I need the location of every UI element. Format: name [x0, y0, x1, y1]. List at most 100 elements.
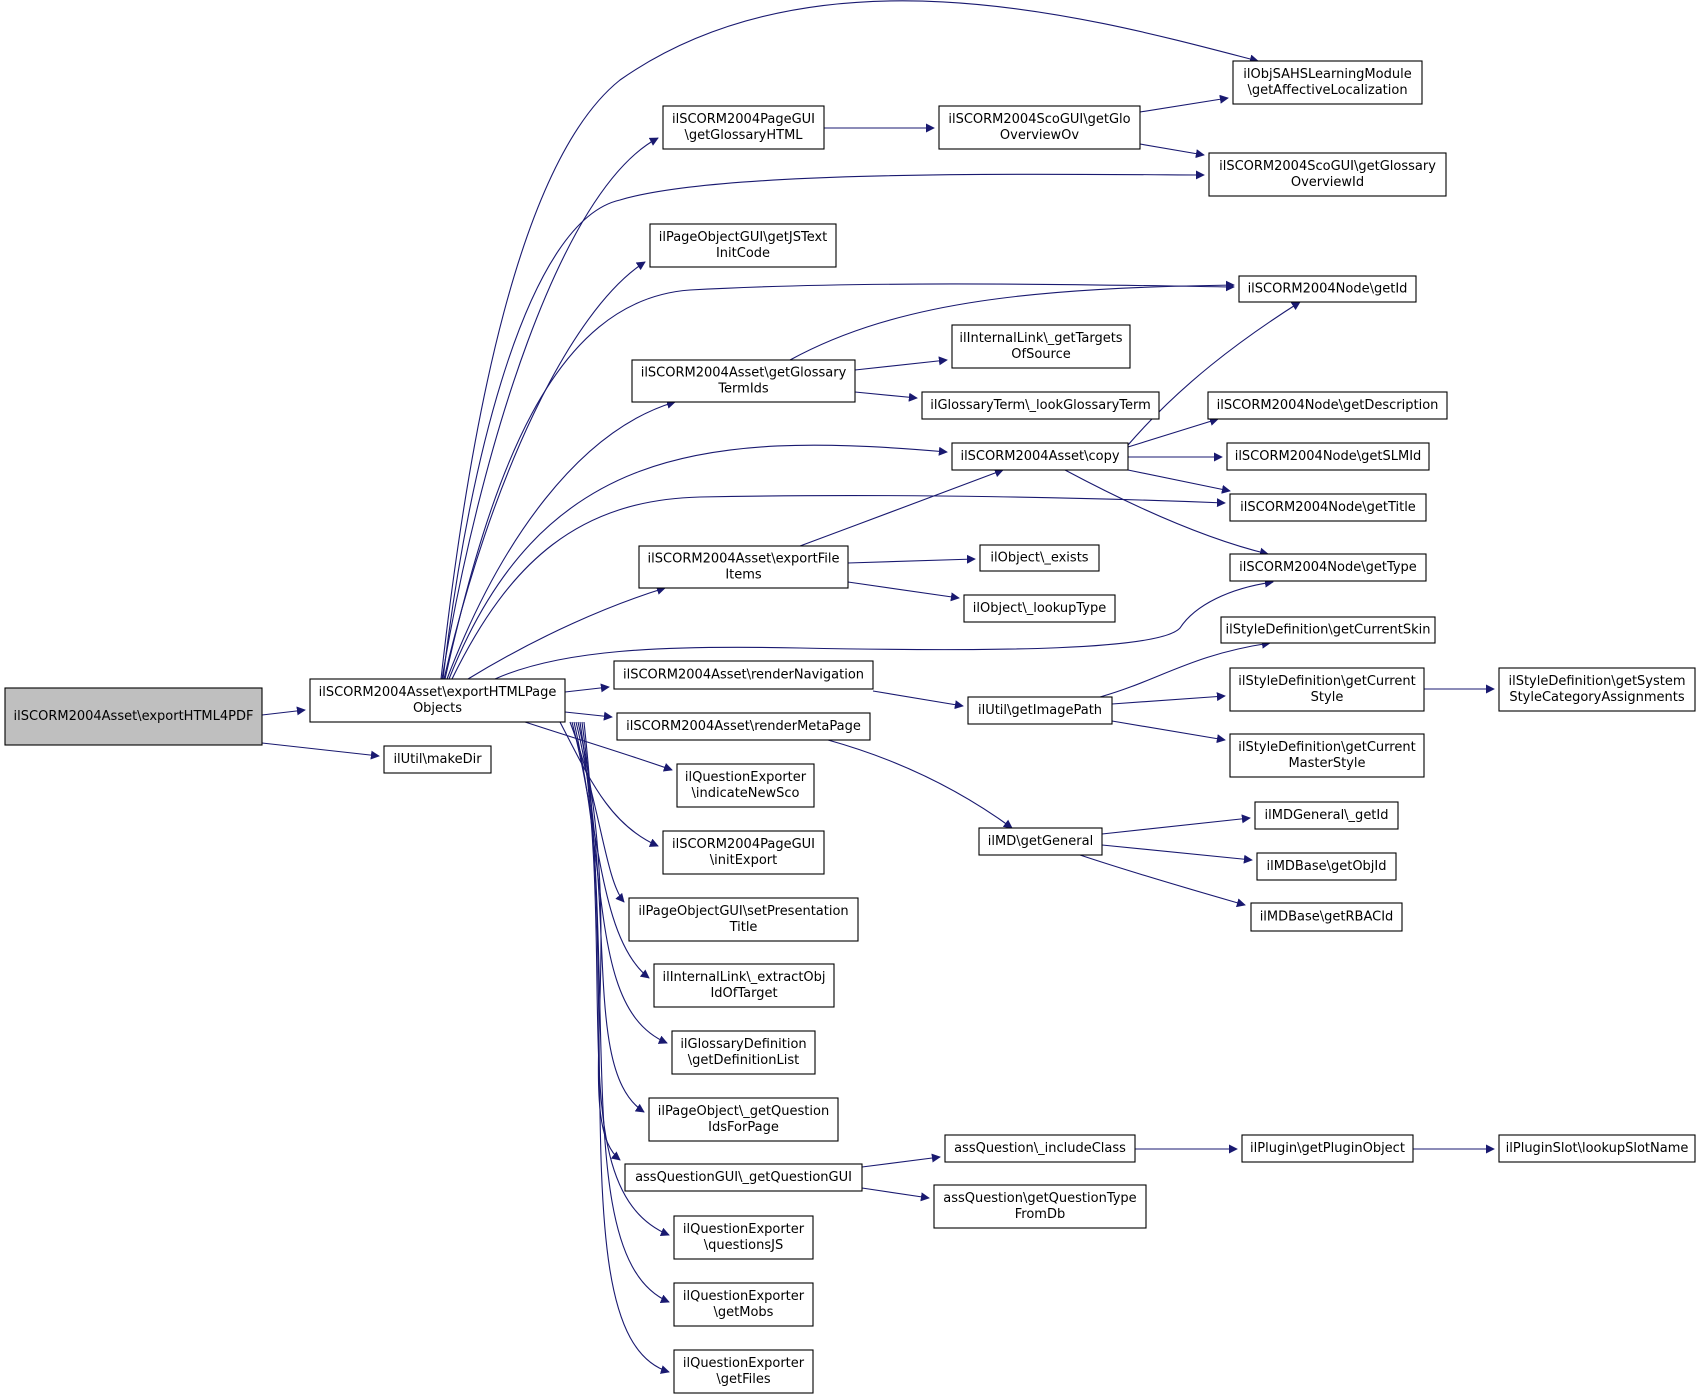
node-renderNav[interactable]: ilSCORM2004Asset\renderNavigation: [613, 660, 874, 690]
node-pluginObj[interactable]: ilPlugin\getPluginObject: [1241, 1134, 1414, 1163]
node-label: ilSCORM2004Asset\exportFile: [648, 552, 840, 567]
node-label: ilSCORM2004Asset\getGlossary: [641, 366, 847, 381]
edge-renderNav-imgPath: [872, 690, 964, 710]
edge-glossTerm-nodeId: [789, 280, 1235, 361]
node-label: ilPageObjectGUI\setPresentation: [638, 904, 848, 919]
edge-renderMeta-mdGeneral: [827, 739, 1013, 829]
node-box: [673, 1282, 814, 1327]
node-label: ilPlugin\getPluginObject: [1250, 1141, 1405, 1156]
node-box: [613, 660, 874, 690]
edge-qGUI-qType: [861, 1187, 930, 1202]
node-renderMeta[interactable]: ilSCORM2004Asset\renderMetaPage: [616, 712, 871, 741]
node-mobs[interactable]: ilQuestionExporter\getMobs: [673, 1282, 814, 1327]
node-nodeDesc[interactable]: ilSCORM2004Node\getDescription: [1207, 391, 1448, 420]
node-box: [673, 1349, 814, 1394]
edge-scoGlo-affLoc: [1139, 94, 1229, 113]
node-box: [673, 1215, 814, 1260]
node-mdObjId[interactable]: ilMDBase\getObjId: [1256, 852, 1397, 881]
node-box: [649, 223, 837, 268]
node-nodeId[interactable]: ilSCORM2004Node\getId: [1238, 275, 1417, 303]
node-label: ilSCORM2004Asset\exportHTML4PDF: [14, 709, 254, 724]
node-slotName[interactable]: ilPluginSlot\lookupSlotName: [1498, 1134, 1696, 1163]
edge-exp-nodeId: [444, 282, 1235, 680]
node-box: [1208, 152, 1447, 197]
node-box: [1498, 1134, 1696, 1163]
edge-glossTerm-intTargets: [854, 356, 948, 371]
node-box: [653, 963, 835, 1008]
node-qGUI[interactable]: assQuestionGUI\_getQuestionGUI: [624, 1163, 863, 1192]
node-label: ilObject\_lookupType: [973, 601, 1106, 616]
node-box: [1207, 391, 1448, 420]
node-box: [383, 745, 492, 774]
node-pgGloss[interactable]: ilSCORM2004PageGUI\getGlossaryHTML: [662, 105, 825, 150]
node-label: \getGlossaryHTML: [684, 128, 803, 143]
node-label: ilSCORM2004Asset\renderNavigation: [623, 668, 864, 683]
node-label: ilSCORM2004ScoGUI\getGlossary: [1219, 159, 1436, 174]
node-imgPath[interactable]: ilUtil\getImagePath: [967, 696, 1113, 725]
node-label: ilQuestionExporter: [683, 1222, 805, 1237]
node-defList[interactable]: ilGlossaryDefinition\getDefinitionList: [671, 1030, 816, 1075]
node-box: [951, 324, 1131, 369]
edges: [261, 0, 1495, 1374]
node-files[interactable]: ilQuestionExporter\getFiles: [673, 1349, 814, 1394]
edge-exp-glossTerm: [446, 399, 676, 680]
node-newSco[interactable]: ilQuestionExporter\indicateNewSco: [676, 763, 815, 808]
node-label: OverviewId: [1291, 175, 1364, 190]
node-box: [938, 105, 1141, 150]
node-rbacId[interactable]: ilMDBase\getRBACId: [1250, 902, 1403, 932]
node-nodeTitle[interactable]: ilSCORM2004Node\getTitle: [1229, 493, 1427, 522]
node-lookGloss[interactable]: ilGlossaryTerm\_lookGlossaryTerm: [921, 391, 1160, 420]
node-mdGeneral[interactable]: ilMD\getGeneral: [978, 827, 1103, 856]
node-label: assQuestion\_includeClass: [954, 1141, 1126, 1156]
node-objExists[interactable]: ilObject\_exists: [979, 544, 1100, 572]
node-box: [951, 442, 1129, 471]
node-sysStyle[interactable]: ilStyleDefinition\getSystemStyleCategory…: [1498, 667, 1696, 712]
node-label: ilStyleDefinition\getCurrent: [1238, 674, 1415, 689]
node-label: ilMDBase\getObjId: [1266, 859, 1386, 874]
node-affLoc[interactable]: ilObjSAHSLearningModule\getAffectiveLoca…: [1232, 60, 1423, 105]
node-copy[interactable]: ilSCORM2004Asset\copy: [951, 442, 1129, 471]
node-curSkin[interactable]: ilStyleDefinition\getCurrentSkin: [1220, 616, 1436, 644]
node-label: \getDefinitionList: [688, 1053, 799, 1068]
edge-exp-affLoc: [440, 0, 1259, 680]
node-mdGetId[interactable]: ilMDGeneral\_getId: [1254, 801, 1399, 830]
node-qJS[interactable]: ilQuestionExporter\questionsJS: [673, 1215, 814, 1260]
node-initExport[interactable]: ilSCORM2004PageGUI\initExport: [662, 830, 825, 875]
node-inclClass[interactable]: assQuestion\_includeClass: [944, 1134, 1136, 1163]
node-box: [921, 391, 1160, 420]
node-slmId[interactable]: ilSCORM2004Node\getSLMId: [1226, 442, 1430, 471]
node-label: ilSCORM2004Node\getDescription: [1217, 398, 1439, 413]
node-label: \getAffectiveLocalization: [1247, 83, 1407, 98]
node-label: ilGlossaryDefinition: [680, 1037, 806, 1052]
node-box: [616, 712, 871, 741]
node-lookType[interactable]: ilObject\_lookupType: [963, 594, 1116, 623]
node-nodeType[interactable]: ilSCORM2004Node\getType: [1229, 553, 1427, 582]
edge-imgPath-curStyle: [1111, 692, 1226, 705]
node-label: ilInternalLink\_getTargets: [959, 331, 1122, 346]
node-makeDir[interactable]: ilUtil\makeDir: [383, 745, 492, 774]
node-label: ilInternalLink\_extractObj: [662, 970, 825, 985]
edge-copy-nodeTitle: [1127, 469, 1231, 494]
node-label: ilSCORM2004Node\getType: [1239, 560, 1417, 575]
edge-expFile-copy: [799, 468, 1004, 547]
node-box: [624, 1163, 863, 1192]
node-label: ilUtil\getImagePath: [978, 703, 1102, 718]
node-root[interactable]: ilSCORM2004Asset\exportHTML4PDF: [4, 687, 263, 746]
edge-exp-pgGloss: [441, 137, 659, 680]
node-label: Title: [729, 920, 758, 935]
edge-root-expHTML: [261, 706, 306, 716]
edge-exp-copy: [448, 444, 948, 680]
